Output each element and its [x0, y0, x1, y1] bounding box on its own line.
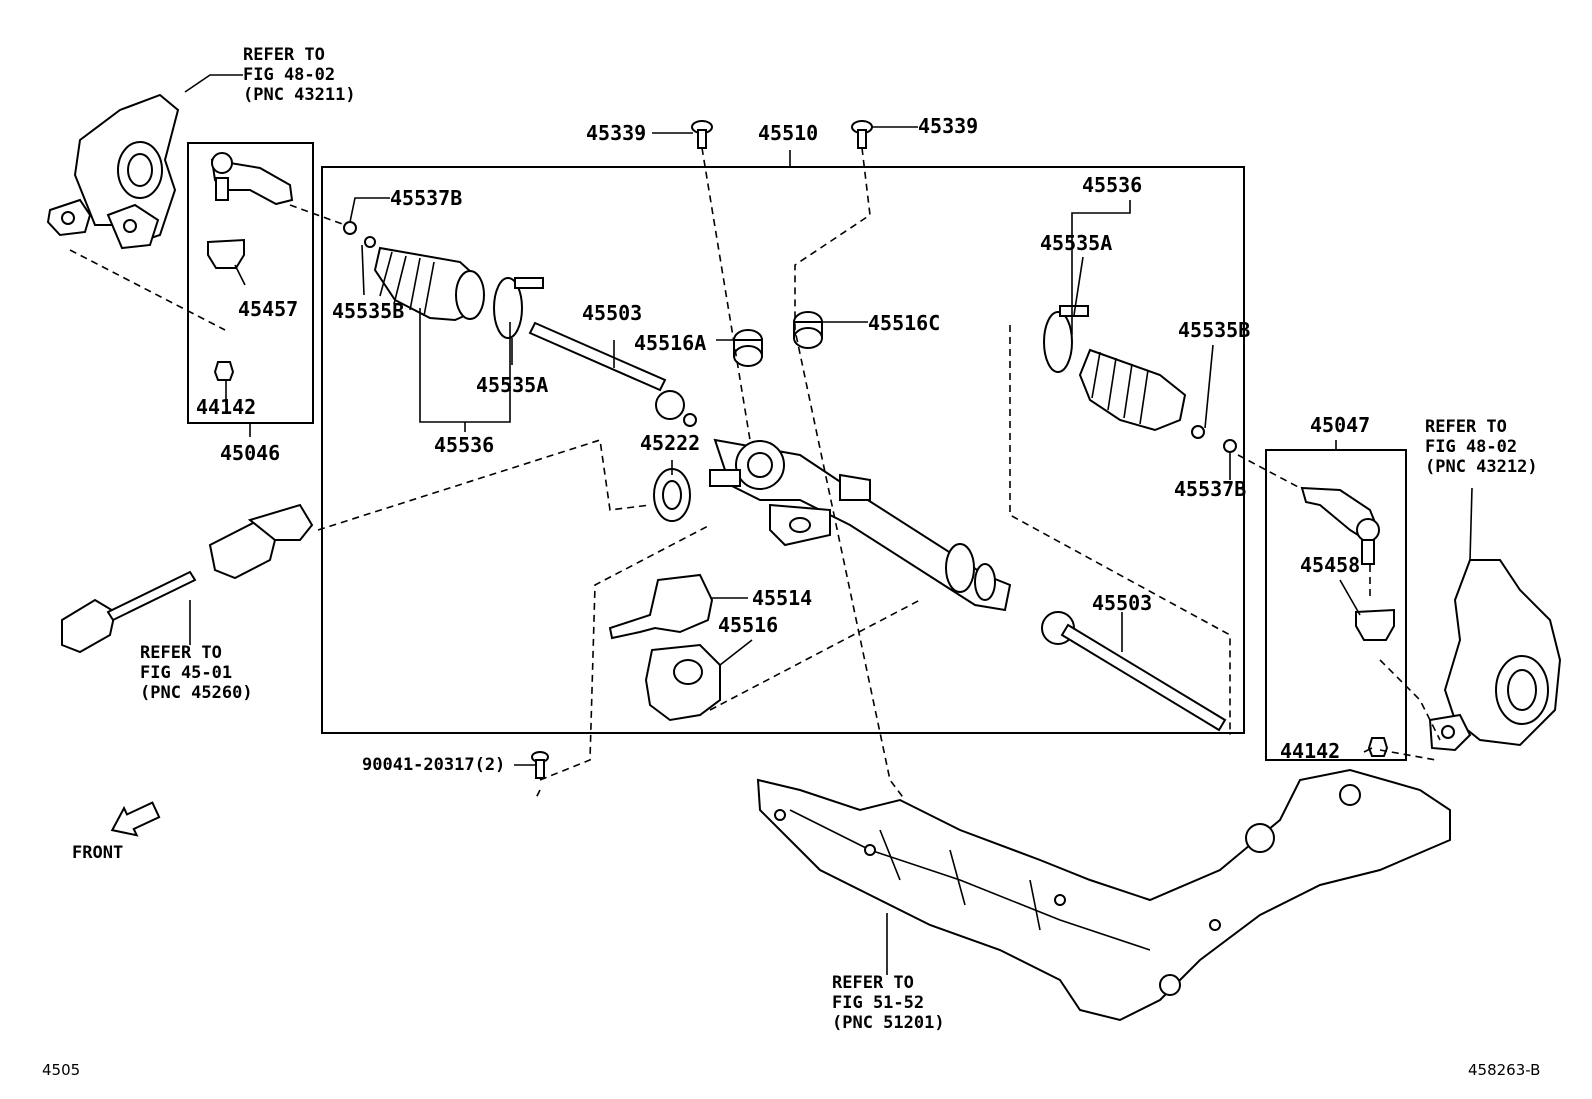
refer-51-52-line3: (PNC 51201) — [832, 1013, 945, 1033]
part-label-45503-bottom: 45503 — [1092, 591, 1152, 615]
part-label-45537B-right: 45537B — [1174, 477, 1246, 501]
refer-48-02-right-line3: (PNC 43212) — [1425, 457, 1538, 477]
part-label-45536-right: 45536 — [1082, 173, 1142, 197]
refer-51-52-line2: FIG 51-52 — [832, 993, 924, 1013]
refer-45-01-line3: (PNC 45260) — [140, 683, 253, 703]
cushion-45516 — [644, 643, 721, 722]
bolt-90041 — [531, 751, 549, 779]
part-label-45535A-right: 45535A — [1040, 231, 1112, 255]
page-code: 4505 — [42, 1061, 80, 1079]
refer-51-52-line1: REFER TO — [832, 973, 914, 993]
refer-45-01-line2: FIG 45-01 — [140, 663, 232, 683]
front-arrow-icon — [110, 801, 161, 837]
rack-boot-left — [343, 221, 544, 339]
cushion-45516A — [733, 329, 763, 367]
refer-48-02-right-line2: FIG 48-02 — [1425, 437, 1517, 457]
assembly-box-45510 — [321, 166, 1245, 734]
tie-rod-end-right — [1300, 486, 1395, 757]
part-label-45536-left: 45536 — [434, 433, 494, 457]
front-label: FRONT — [72, 843, 123, 863]
bolt-45339-right — [851, 120, 873, 149]
refer-48-02-left-line2: FIG 48-02 — [243, 65, 335, 85]
part-label-45535B-right: 45535B — [1178, 318, 1250, 342]
part-label-45047: 45047 — [1310, 413, 1370, 437]
tie-rod-end-left — [207, 152, 294, 381]
part-label-45516C: 45516C — [868, 311, 940, 335]
inner-tie-rod-left — [528, 321, 697, 427]
part-label-45503-top: 45503 — [582, 301, 642, 325]
part-label-45535B-left: 45535B — [332, 299, 404, 323]
part-label-45458: 45458 — [1300, 553, 1360, 577]
part-label-bolt-90041: 90041-20317(2) — [362, 755, 505, 775]
part-label-45537B-left: 45537B — [390, 186, 462, 210]
rack-boot-right — [1043, 305, 1237, 453]
drawing-id: 458263-B — [1468, 1061, 1540, 1079]
part-label-45046: 45046 — [220, 441, 280, 465]
rack-housing — [709, 438, 1012, 612]
leader-lines — [184, 74, 1473, 975]
part-label-45516: 45516 — [718, 613, 778, 637]
suspension-crossmember — [756, 768, 1451, 1022]
inner-tie-rod-right — [1041, 611, 1227, 732]
part-label-45339-right: 45339 — [918, 114, 978, 138]
bracket-45514 — [608, 573, 714, 640]
dashed-leader-lines — [69, 147, 1441, 801]
steering-knuckle-left — [46, 93, 180, 250]
part-label-44142-right: 44142 — [1280, 739, 1340, 763]
part-label-45222: 45222 — [640, 431, 700, 455]
steering-knuckle-right — [1428, 559, 1562, 752]
part-label-45457: 45457 — [238, 297, 298, 321]
refer-48-02-right-line1: REFER TO — [1425, 417, 1507, 437]
part-label-45514: 45514 — [752, 586, 812, 610]
part-label-45516A: 45516A — [634, 331, 706, 355]
intermediate-shaft — [61, 503, 314, 654]
refer-48-02-left-line3: (PNC 43211) — [243, 85, 356, 105]
refer-48-02-left-line1: REFER TO — [243, 45, 325, 65]
bushing-45222 — [653, 468, 691, 522]
part-label-44142-left: 44142 — [196, 395, 256, 419]
part-label-45510: 45510 — [758, 121, 818, 145]
cushion-45516C — [793, 311, 823, 349]
refer-45-01-line1: REFER TO — [140, 643, 222, 663]
part-label-45339-left: 45339 — [586, 121, 646, 145]
part-label-45535A-left: 45535A — [476, 373, 548, 397]
bolt-45339-left — [691, 120, 713, 149]
